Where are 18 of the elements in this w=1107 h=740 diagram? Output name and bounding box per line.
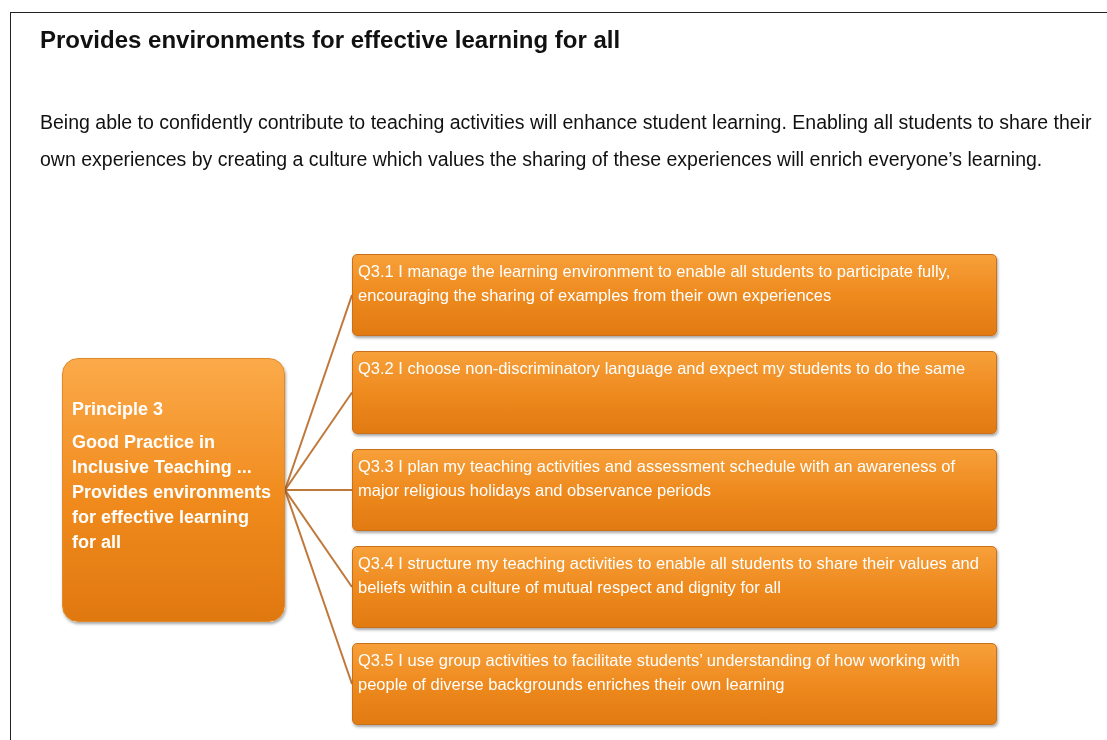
question-text: Q3.5 I use group activities to facilitate students’ understanding of how working with people of diverse backgrounds enriches their own learning bbox=[358, 650, 961, 695]
connector-line bbox=[284, 489, 353, 588]
question-box bbox=[352, 546, 997, 628]
question-box bbox=[352, 449, 997, 531]
heading: Provides environments for effective learning for all bbox=[40, 26, 621, 54]
question-text: Q3.2 I choose non-discriminatory language and expect my students to do the same bbox=[358, 358, 967, 379]
question-text: Q3.1 I manage the learning environment to enable all students to participate fully, encouraging the sharing of examples from their own experiences bbox=[358, 261, 952, 306]
connector-line bbox=[284, 391, 353, 491]
principle-box bbox=[62, 358, 285, 622]
connector-line bbox=[284, 489, 353, 491]
question-text: Q3.3 I plan my teaching activities and assessment schedule with an awareness of major religious holidays and observance periods bbox=[358, 456, 957, 501]
question-box bbox=[352, 254, 997, 336]
intro-paragraph: Being able to confidently contribute to teaching activities will enhance student learning. Enabling all students to share their own experiences by creating a culture which values the sharing of these experiences will enrich everyone’s learning. bbox=[40, 110, 1093, 172]
question-box bbox=[352, 351, 997, 434]
principle-text: Good Practice in Inclusive Teaching ... Provides environments for effective learning for all bbox=[72, 431, 273, 554]
question-box bbox=[352, 643, 997, 725]
principle-heading: Principle 3 bbox=[72, 398, 165, 421]
question-text: Q3.4 I structure my teaching activities to enable all students to share their values and beliefs within a culture of mutual respect and dignity for all bbox=[358, 553, 980, 598]
